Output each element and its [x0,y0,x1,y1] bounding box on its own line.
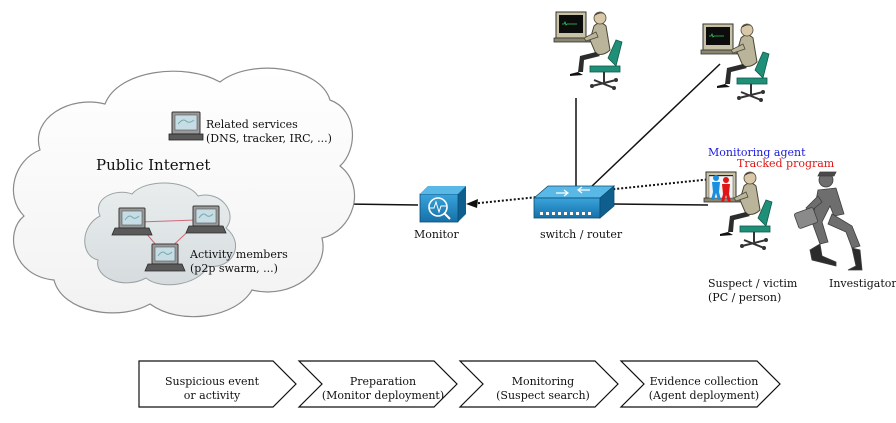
seated-user-icon [700,23,770,103]
process-step-2-line1: Preparation [350,375,416,388]
process-step-4-line1: Evidence collection [650,375,759,388]
network-switch-icon [532,185,616,219]
services-node: Related services (DNS, tracker, IRC, ...… [168,111,332,145]
monitor-node: Monitor [414,186,466,241]
services-label-line1: Related services [206,118,298,131]
services-label-line2: (DNS, tracker, IRC, ...) [206,132,332,145]
desktop-computer-icon [168,111,204,141]
network-links [345,63,721,208]
arrowhead-to-monitor [466,199,478,208]
link-switch-suspect [611,203,709,206]
process-step-2: Preparation (Monitor deployment) [297,360,458,408]
tracked-program-icon [721,177,731,202]
p2p-swarm-cloud: Activity members (p2p swarm, ...) [84,182,288,286]
investigator-node: Investigator [794,171,896,290]
public-internet-cloud: Public Internet Related services (DNS, t… [12,67,356,318]
members-label-line1: Activity members [189,248,288,261]
process-step-3-line2: (Suspect search) [496,389,590,402]
switch-label: switch / router [540,228,623,241]
process-step-3: Monitoring (Suspect search) [458,360,619,408]
cloud-label: Public Internet [96,156,210,174]
monitoring-agent-icon [711,175,721,200]
process-step-1-line2: or activity [184,389,241,402]
monitor-label: Monitor [414,228,460,241]
suspect-node: Monitoring agent Tracked program Suspect… [703,146,835,304]
members-label-line2: (p2p swarm, ...) [190,262,278,275]
monitoring-agent-label: Monitoring agent [708,146,806,159]
monitor-probe-icon [419,186,466,223]
process-flow: Suspicious event or activity Preparation… [138,360,781,408]
link-switch-user-top-right [589,63,721,189]
tracked-program-label: Tracked program [737,157,835,170]
investigator-label: Investigator [829,277,896,290]
process-step-4: Evidence collection (Agent deployment) [619,360,781,408]
switch-node: switch / router [532,185,623,241]
link-cloud-monitor [345,203,419,206]
process-step-2-line2: (Monitor deployment) [322,389,444,402]
suspect-label-line2: (PC / person) [708,291,781,304]
process-step-3-line1: Monitoring [512,375,574,388]
seated-user-icon [553,11,623,91]
process-step-1: Suspicious event or activity [138,360,297,408]
process-step-1-line1: Suspicious event [165,375,260,388]
running-investigator-icon [794,171,863,271]
process-step-4-line2: (Agent deployment) [649,389,759,402]
suspect-label-line1: Suspect / victim [708,277,798,290]
agent-markers [708,175,734,202]
